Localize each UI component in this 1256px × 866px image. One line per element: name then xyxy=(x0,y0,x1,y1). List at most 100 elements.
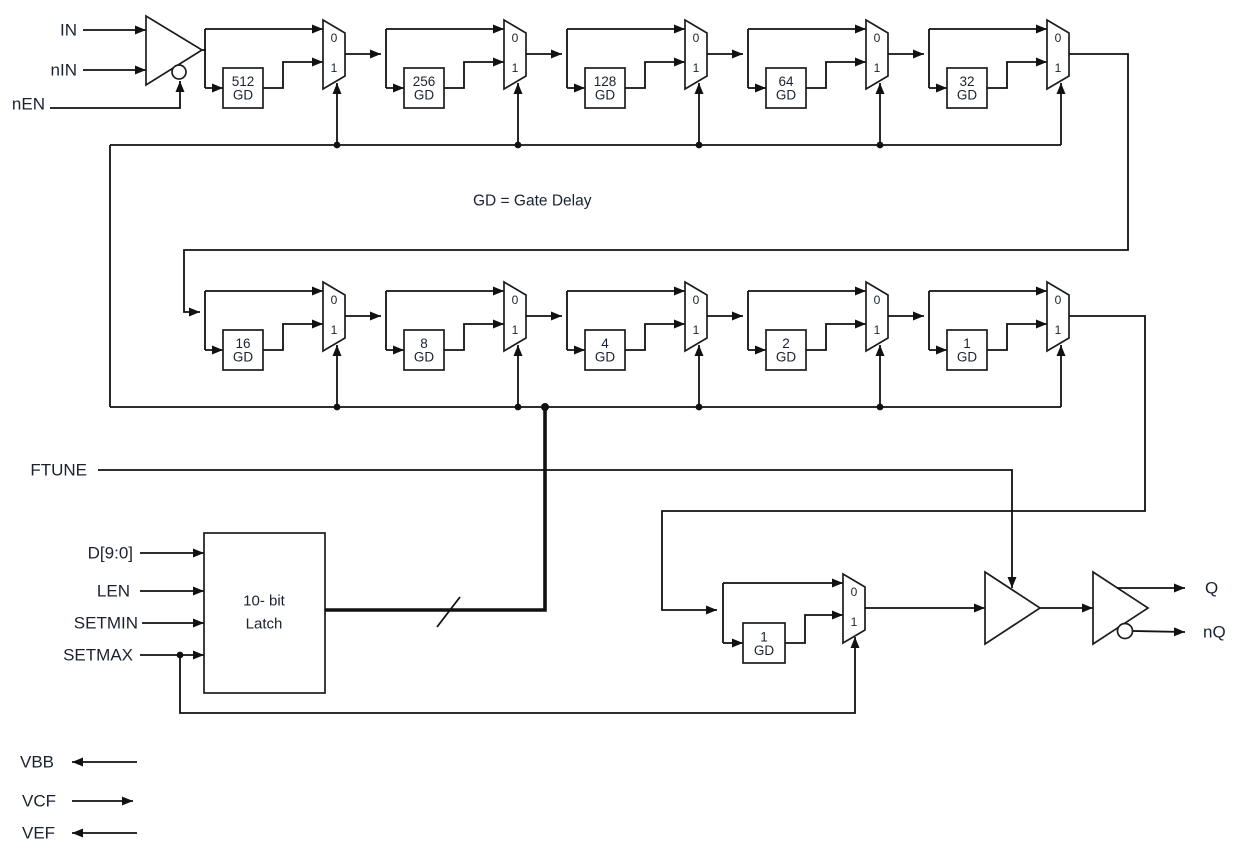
delay-stage-128: 128 GD 0 1 xyxy=(567,20,707,145)
stage-unit: GD xyxy=(414,350,435,365)
stage-value: 32 xyxy=(959,74,974,89)
junction-dot xyxy=(876,403,884,411)
mux-0-label: 0 xyxy=(851,585,858,599)
mux-0-label: 0 xyxy=(1055,293,1062,307)
label-vef: VEF xyxy=(22,824,55,843)
stage-value: 8 xyxy=(420,336,428,351)
stage-value: 1 xyxy=(760,630,768,645)
stage-unit: GD xyxy=(776,88,797,103)
latch-section: 10- bit Latch D[9:0] LEN SETMIN SETMAX xyxy=(63,403,860,714)
mux-0-label: 0 xyxy=(331,31,338,45)
junction-dot xyxy=(541,403,549,411)
final-mux xyxy=(842,572,866,645)
latch-output-bus xyxy=(325,407,547,612)
stage-unit: GD xyxy=(414,88,435,103)
mux-1-label: 1 xyxy=(1055,61,1062,75)
label-vcf: VCF xyxy=(22,792,56,811)
stage-value: 64 xyxy=(778,74,794,89)
stage-unit: GD xyxy=(776,350,797,365)
ftune-buffer-icon xyxy=(984,570,1042,646)
wire-row2-to-final xyxy=(661,315,1146,615)
wire-nen xyxy=(50,81,185,109)
stage-unit: GD xyxy=(595,88,616,103)
mux-1-label: 1 xyxy=(851,615,858,629)
mux-0-label: 0 xyxy=(693,293,700,307)
junction-dot xyxy=(695,141,703,149)
wire xyxy=(785,610,843,644)
label-ftune: FTUNE xyxy=(30,461,87,480)
bus-width-slash-icon xyxy=(436,596,461,628)
mux-1-label: 1 xyxy=(1055,323,1062,337)
latch-label-2: Latch xyxy=(246,616,283,633)
mux-0-label: 0 xyxy=(874,31,881,45)
stage-unit: GD xyxy=(957,350,978,365)
invert-bubble-icon xyxy=(1116,622,1134,640)
input-buffer-section: IN nIN nEN xyxy=(12,14,206,114)
stage-unit: GD xyxy=(233,88,254,103)
junction-dot xyxy=(333,403,341,411)
label-q: Q xyxy=(1205,579,1218,598)
junction-dot xyxy=(333,141,341,149)
delay-stage-1: 1 GD 0 1 xyxy=(929,282,1069,407)
label-nq: nQ xyxy=(1203,623,1226,642)
wire-nq xyxy=(1132,627,1186,637)
label-setmax: SETMAX xyxy=(63,646,133,665)
power-pins-section: VBB VCF VEF xyxy=(20,753,137,843)
delay-stage-2: 2 GD 0 1 xyxy=(748,282,888,407)
mux-1-label: 1 xyxy=(331,61,338,75)
delay-stage-16: 16 GD 0 1 xyxy=(205,282,345,407)
junction-dot xyxy=(695,403,703,411)
latch-label-1: 10- bit xyxy=(243,593,286,610)
label-d: D[9:0] xyxy=(88,544,133,563)
delay-stage-64: 64 GD 0 1 xyxy=(748,20,888,145)
junction-dot xyxy=(514,403,522,411)
enable-bubble-icon xyxy=(171,64,187,80)
stage-value: 16 xyxy=(235,336,250,351)
final-delay-box xyxy=(742,622,786,664)
label-nen: nEN xyxy=(12,95,45,114)
delay-row-2: 16 GD 0 1 8 GD 0 1 4 GD 0 1 2 GD 0 1 xyxy=(110,282,1146,615)
delay-stage-256: 256 GD 0 1 xyxy=(386,20,526,145)
stage-value: 2 xyxy=(782,336,790,351)
mux-1-label: 1 xyxy=(512,61,519,75)
stage-value: 1 xyxy=(963,336,971,351)
mux-0-label: 0 xyxy=(1055,31,1062,45)
label-len: LEN xyxy=(97,582,130,601)
delay-stage-512: 512 GD 0 1 xyxy=(205,20,345,145)
delay-stage-32: 32 GD 0 1 xyxy=(929,20,1069,145)
mux-0-label: 0 xyxy=(512,31,519,45)
mux-1-label: 1 xyxy=(512,323,519,337)
mux-1-label: 1 xyxy=(693,61,700,75)
wire-row1-to-row2 xyxy=(183,53,1129,317)
mux-0-label: 0 xyxy=(512,293,519,307)
stage-value: 256 xyxy=(413,74,436,89)
stage-unit: GD xyxy=(595,350,616,365)
stage-unit: GD xyxy=(754,643,775,658)
mux-1-label: 1 xyxy=(874,61,881,75)
latch-box xyxy=(203,532,326,694)
stage-unit: GD xyxy=(233,350,254,365)
mux-1-label: 1 xyxy=(874,323,881,337)
delay-stage-4: 4 GD 0 1 xyxy=(567,282,707,407)
wire-setmax-branch xyxy=(179,637,860,714)
junction-dot xyxy=(514,141,522,149)
label-setmin: SETMIN xyxy=(74,614,138,633)
final-stage-section: 1 GD 0 1 Q nQ xyxy=(722,570,1226,664)
gate-delay-note: GD = Gate Delay xyxy=(473,193,592,210)
label-nin: nIN xyxy=(51,61,77,80)
stage-value: 512 xyxy=(232,74,255,89)
delay-row-1: 512 GD 0 1 256 GD 0 1 128 GD 0 1 64 GD 0… xyxy=(109,20,1129,407)
stage-unit: GD xyxy=(957,88,978,103)
junction-dot xyxy=(876,141,884,149)
stage-value: 128 xyxy=(594,74,617,89)
mux-1-label: 1 xyxy=(331,323,338,337)
ftune-section: FTUNE xyxy=(30,461,1017,588)
mux-1-label: 1 xyxy=(693,323,700,337)
label-vbb: VBB xyxy=(20,753,54,772)
stage-value: 4 xyxy=(601,336,609,351)
mux-0-label: 0 xyxy=(331,293,338,307)
mux-0-label: 0 xyxy=(874,293,881,307)
delay-stage-8: 8 GD 0 1 xyxy=(386,282,526,407)
